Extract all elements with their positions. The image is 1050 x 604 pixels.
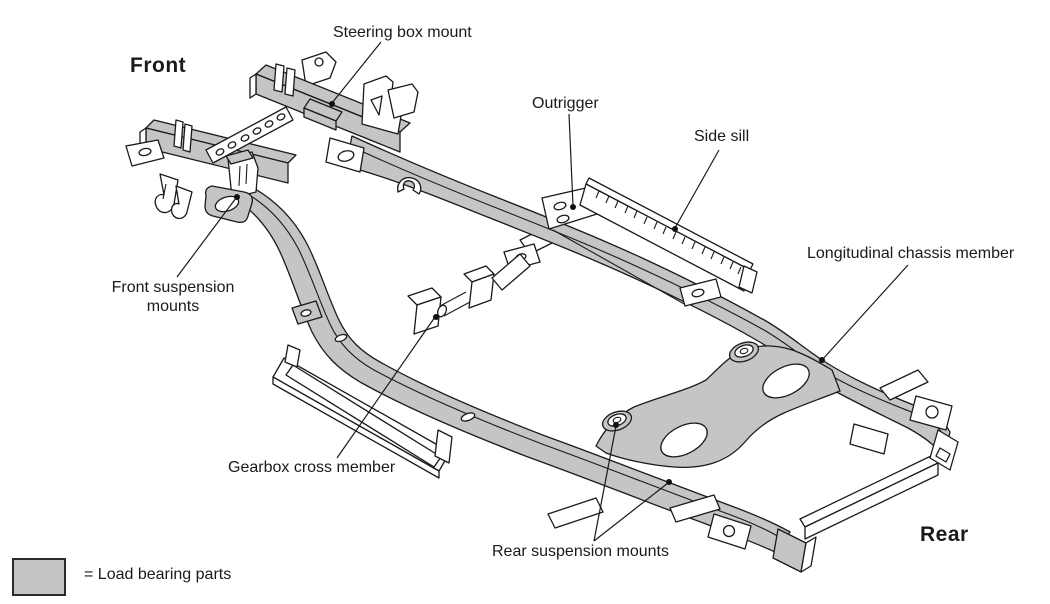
- leader-lines: [176, 41, 909, 542]
- front-tower-hole: [314, 57, 324, 67]
- side-sill-label: Side sill: [694, 128, 750, 145]
- legend-load-bearing-text: = Load bearing parts: [84, 566, 232, 583]
- front-upper-beam-cap: [249, 73, 257, 99]
- outrigger-lower-hole: [691, 288, 705, 298]
- rear-spring-eye-near: [722, 524, 736, 538]
- rear-spring-perch-far: [879, 369, 929, 401]
- rear-bracket-block: [849, 423, 889, 455]
- beam-post: [273, 63, 285, 93]
- gearbox-tube: [439, 291, 471, 317]
- rear-orientation-label: Rear: [920, 523, 969, 546]
- side-mount-hole: [300, 309, 312, 317]
- legend-load-bearing-swatch: [12, 558, 66, 596]
- leader-dots: [234, 101, 825, 485]
- beam-post: [173, 119, 184, 149]
- near-rail-end-block: [772, 528, 807, 573]
- far-rail-flange-line: [349, 145, 945, 437]
- gearbox-link: [491, 253, 531, 291]
- front-mount-far-hole: [337, 150, 355, 162]
- beam-post: [182, 123, 193, 153]
- leaf-spring-front: [547, 497, 604, 529]
- rear-suspension-mounts-label: Rear suspension mounts: [492, 543, 669, 560]
- shackle-hook: [170, 185, 193, 220]
- gearbox-frame-edge: [272, 376, 440, 479]
- shock-tower-hole: [370, 95, 383, 116]
- front-orientation-label: Front: [130, 54, 187, 77]
- front-suspension-tower-cap: [225, 149, 254, 165]
- rear-cross-tube-top: [799, 454, 939, 528]
- rail-lightening-hole: [334, 333, 348, 343]
- rear-spring-perch-near: [669, 494, 721, 523]
- gearbox-frame-strap: [434, 429, 453, 464]
- rail-lightening-hole: [460, 412, 476, 422]
- gearbox-mount-face: [468, 273, 495, 309]
- gearbox-mount-face: [413, 296, 442, 335]
- rear-spring-eye-far: [925, 405, 939, 419]
- side-sill-hatch: [595, 190, 742, 275]
- sill-floor-line: [552, 229, 687, 306]
- longitudinal-chassis-member-label: Longitudinal chassis member: [807, 245, 1015, 262]
- shackle-slot: [162, 183, 167, 200]
- tow-bracket-hole: [138, 147, 152, 157]
- side-sill-end-cap: [738, 265, 758, 294]
- rear-cross-hole: [762, 363, 810, 399]
- steering-box-mount-face: [303, 107, 337, 131]
- rear-cross-tube-front: [804, 462, 939, 540]
- rear-cross-member: [595, 345, 841, 469]
- front-cross-plate-holes: [215, 113, 286, 156]
- tower-slots: [238, 163, 248, 187]
- side-sill-face: [579, 183, 751, 292]
- front-suspension-mounts-label: Front suspension mounts: [111, 279, 235, 315]
- far-rail-end-notch: [935, 447, 951, 463]
- outrigger-hole: [553, 201, 567, 211]
- rear-suspension-boss: [601, 410, 633, 432]
- outrigger-label: Outrigger: [532, 95, 599, 112]
- rear-suspension-boss: [728, 341, 760, 363]
- gearbox-tube-end: [436, 304, 448, 318]
- gearbox-frame-opening: [285, 364, 442, 468]
- steering-box-mount-label: Steering box mount: [333, 24, 472, 41]
- shock-tower-bracket: [387, 83, 419, 119]
- near-rail-end-face: [800, 536, 817, 573]
- rear-cross-hole: [660, 422, 708, 458]
- gearbox-frame-strap: [284, 344, 301, 368]
- beam-post: [284, 67, 296, 97]
- u-shackle: [397, 176, 422, 195]
- gearbox-cross-member-label: Gearbox cross member: [228, 459, 396, 476]
- outrigger-hole: [556, 214, 570, 224]
- front-suspension-mount-hole: [214, 195, 240, 213]
